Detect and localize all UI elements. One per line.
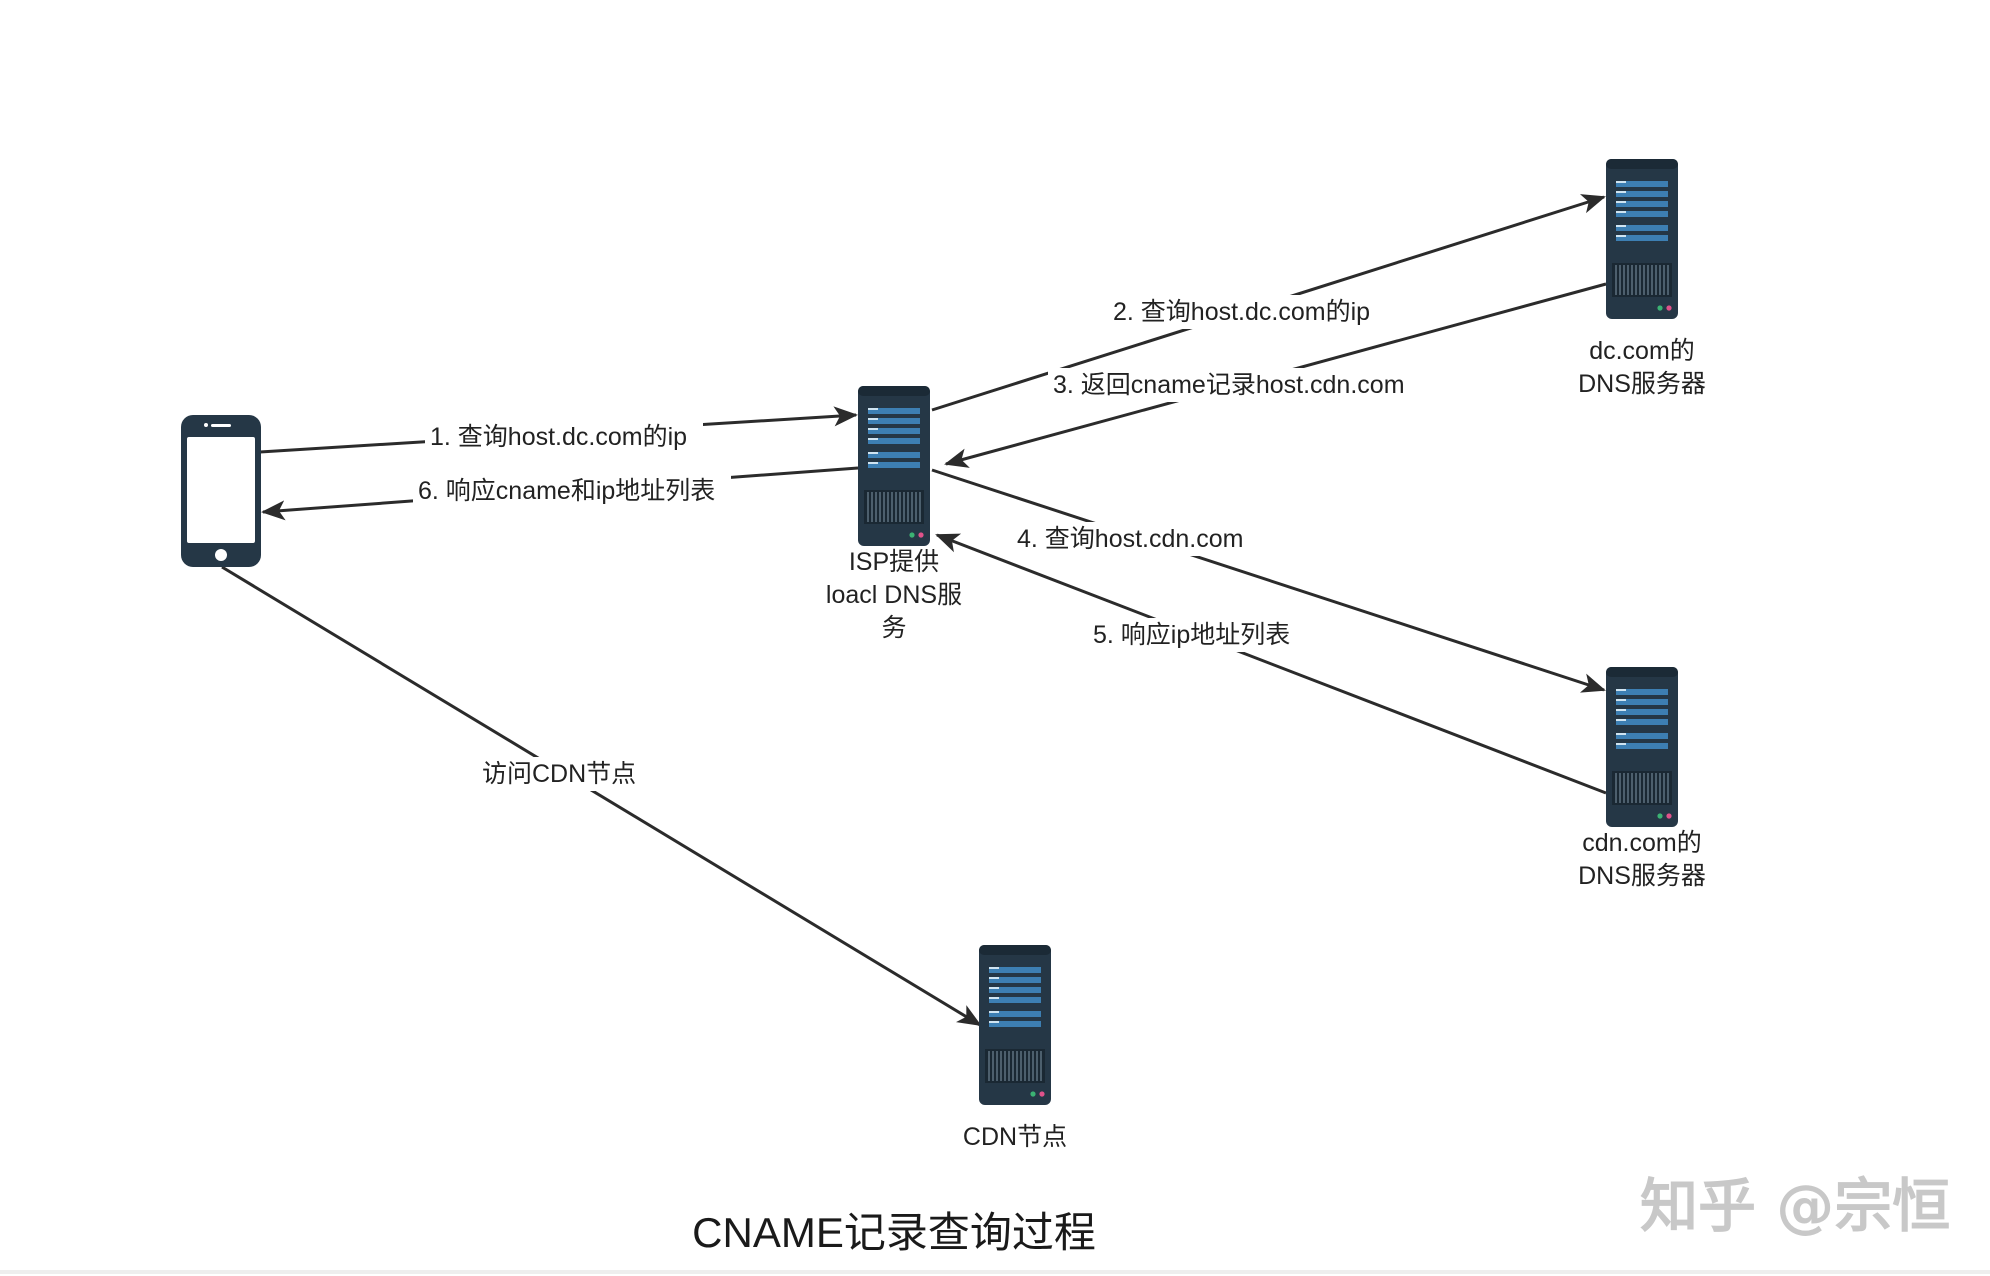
dc-dns-server: dc.com的 DNS服务器 <box>1578 158 1706 398</box>
watermark: 知乎 @宗恒 <box>1640 1172 1950 1240</box>
edge-6-label: 6. 响应cname和ip地址列表 <box>418 477 715 505</box>
cdn-node-server: CDN节点 <box>963 944 1067 1151</box>
edge-labels: 1. 查询host.dc.com的ip 6. 响应cname和ip地址列表 2.… <box>413 295 1426 791</box>
cdn-dns-server: cdn.com的 DNS服务器 <box>1578 666 1706 890</box>
server-rack-icon <box>978 944 1052 1106</box>
edge-4-label: 4. 查询host.cdn.com <box>1017 525 1243 553</box>
isp-label-line1: ISP提供 <box>849 548 939 576</box>
server-rack-icon <box>1605 158 1679 320</box>
isp-label-line3: 务 <box>881 614 906 642</box>
edge-4-line <box>931 468 1606 693</box>
edge-1-label: 1. 查询host.dc.com的ip <box>430 423 687 451</box>
cdn-node-label: CDN节点 <box>963 1123 1067 1151</box>
dc-label-line2: DNS服务器 <box>1578 370 1706 398</box>
edge-5-label: 5. 响应ip地址列表 <box>1093 621 1290 649</box>
isp-dns-server: ISP提供 loacl DNS服 务 <box>826 385 962 642</box>
edge-7-line <box>221 565 982 1027</box>
server-rack-icon <box>1605 666 1679 828</box>
edge-7-label: 访问CDN节点 <box>482 760 636 788</box>
isp-label-line2: loacl DNS服 <box>826 581 962 609</box>
server-rack-icon <box>857 385 931 547</box>
edge-5-line <box>935 533 1607 795</box>
edge-2-label: 2. 查询host.dc.com的ip <box>1113 298 1370 326</box>
cdn-label-line1: cdn.com的 <box>1582 829 1701 857</box>
diagram-title: CNAME记录查询过程 <box>692 1209 1096 1256</box>
edge-3-label: 3. 返回cname记录host.cdn.com <box>1053 371 1405 399</box>
dc-label-line1: dc.com的 <box>1589 337 1695 365</box>
smartphone-icon <box>181 415 261 567</box>
cdn-label-line2: DNS服务器 <box>1578 862 1706 890</box>
